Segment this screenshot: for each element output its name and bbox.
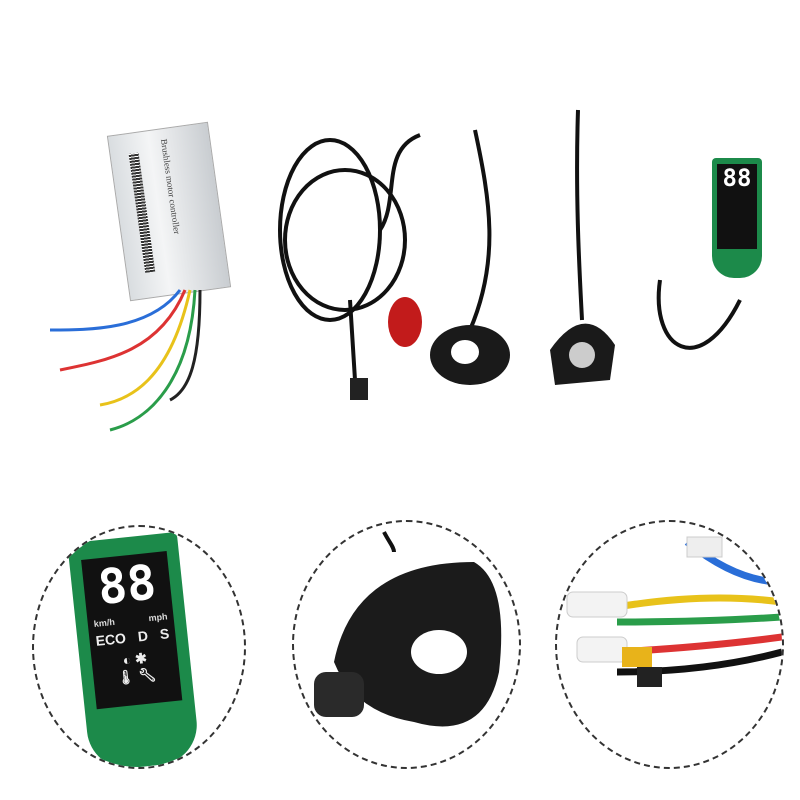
headlight — [550, 323, 615, 385]
speed-digits-large: 88 — [95, 554, 159, 617]
unit-mph: mph — [148, 611, 168, 624]
mode-eco: ECO — [94, 629, 127, 649]
wrench-icon: 🔧︎ — [137, 665, 157, 684]
mode-d: D — [137, 627, 149, 645]
zoom-circle-display: 88 km/h mph ECO D S ◐ ✱ 🌡︎ 🔧︎ — [32, 525, 246, 769]
zoom-circle-throttle — [292, 520, 521, 769]
cables — [49, 109, 742, 432]
headlight-icon: ◐ — [121, 651, 133, 669]
display-board-small: 88 — [712, 158, 762, 278]
speed-digits: 88 — [722, 164, 752, 192]
temperature-icon: 🌡︎ — [116, 668, 136, 686]
connector — [350, 378, 368, 400]
mode-s: S — [159, 625, 171, 643]
bluetooth-icon: ✱ — [134, 649, 148, 667]
thumb-throttle — [430, 325, 510, 385]
rear-light — [388, 297, 422, 347]
unit-kmh: km/h — [93, 616, 116, 630]
zoom-circle-connectors — [555, 520, 784, 769]
